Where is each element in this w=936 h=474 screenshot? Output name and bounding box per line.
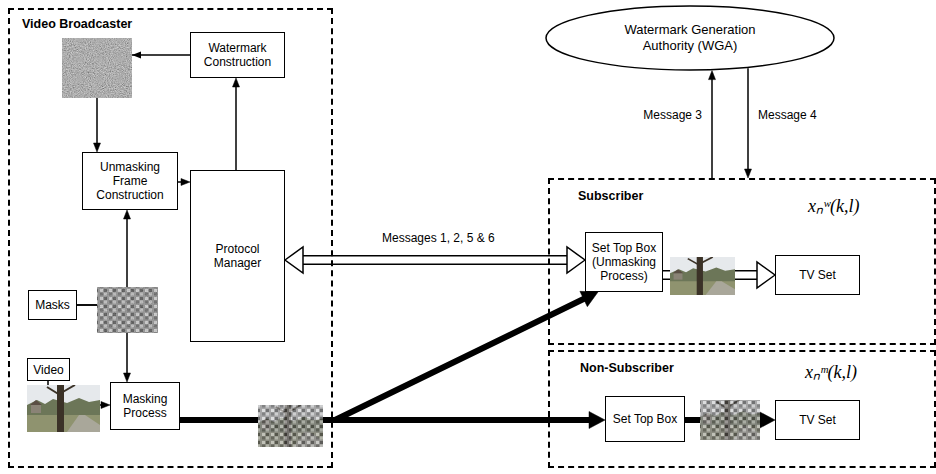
connector [178, 179, 190, 186]
region-box: Non-SubscriberSet Top Box TV Set [548, 350, 936, 468]
connector-line [685, 417, 761, 423]
arrow-head [580, 291, 598, 306]
process-box: TV Set [775, 255, 860, 295]
arrow-head [745, 169, 752, 178]
connector-line [97, 55, 190, 147]
arrow-head [757, 262, 775, 288]
process-box: Masking Process [110, 382, 180, 430]
connector [233, 78, 240, 170]
connector [709, 71, 716, 178]
region-title: Non-Subscriber [580, 361, 674, 376]
process-box: Protocol Manager [190, 170, 285, 342]
arrow-head [759, 412, 775, 429]
edge-label: Message 4 [756, 108, 819, 122]
connector-outline [663, 270, 759, 280]
ellipse-shape [546, 6, 834, 70]
connector-line [178, 181, 185, 183]
process-box: Video [27, 358, 70, 381]
box-label: Masks [35, 298, 70, 312]
arrow-head [709, 71, 716, 80]
box-label: Watermark Construction [194, 41, 281, 69]
masked-video-image [258, 405, 323, 447]
arrow-head [589, 412, 605, 429]
region-title: Subscriber [578, 189, 643, 204]
masked-video-image [700, 400, 760, 440]
connector-line [235, 83, 237, 170]
arrow-head [285, 247, 303, 273]
connector [180, 412, 605, 429]
signal-label: xₙʷ(k,l) [808, 196, 859, 216]
process-box: Set Top Box (Unmasking Process) [585, 232, 663, 292]
connector-fill [663, 272, 759, 279]
region-box: Video BroadcasterWatermark ConstructionU… [8, 8, 333, 468]
connector-line [77, 215, 127, 305]
connector [745, 68, 752, 178]
connector-fill [301, 257, 569, 264]
arrow-head [567, 247, 585, 273]
box-label: Set Top Box [613, 412, 678, 426]
process-box: Masks [28, 290, 77, 320]
connector [94, 55, 191, 152]
process-box: Set Top Box [605, 396, 685, 442]
arrow-head [94, 143, 101, 152]
masks-image [97, 287, 158, 333]
connector-line [180, 417, 591, 423]
arrow-head [124, 210, 131, 219]
box-label: Watermark Generation Authority (WGA) [605, 22, 775, 54]
box-label: Video [33, 363, 63, 377]
arrow-head [181, 179, 190, 186]
arrow-head [124, 373, 131, 382]
connector-line [747, 68, 749, 172]
connector [77, 210, 131, 305]
connector [48, 381, 110, 409]
edge-label: Messages 1, 2, 5 & 6 [380, 231, 497, 245]
region-box: SubscriberSet Top Box (Unmasking Process… [548, 178, 936, 345]
box-label: Unmasking Frame Construction [86, 160, 174, 202]
connector [77, 305, 131, 382]
process-box: Unmasking Frame Construction [82, 152, 178, 210]
signal-label: xₙᵐ(k,l) [805, 362, 857, 382]
unmasked-video-image [670, 257, 735, 295]
arrow-head [233, 78, 240, 87]
box-label: Set Top Box (Unmasking Process) [589, 241, 659, 283]
arrow-head [132, 52, 141, 59]
process-box: TV Set [775, 400, 860, 440]
authority-ellipse: Watermark Generation Authority (WGA) [545, 5, 835, 71]
connector-line [48, 381, 105, 405]
box-label: TV Set [799, 413, 836, 427]
connector-outline [301, 255, 569, 265]
arrow-head [101, 402, 110, 409]
region-title: Video Broadcaster [22, 17, 132, 32]
edge-label: Message 3 [641, 108, 704, 122]
connector-line [77, 305, 127, 377]
box-label: Protocol Manager [194, 242, 281, 270]
connector-line [711, 76, 713, 178]
connector [285, 247, 585, 273]
box-label: TV Set [799, 268, 836, 282]
connector [685, 412, 775, 429]
watermark-image [62, 38, 132, 98]
video-image [27, 385, 100, 432]
box-label: Masking Process [114, 392, 176, 420]
connector [663, 262, 775, 288]
process-box: Watermark Construction [190, 32, 285, 78]
